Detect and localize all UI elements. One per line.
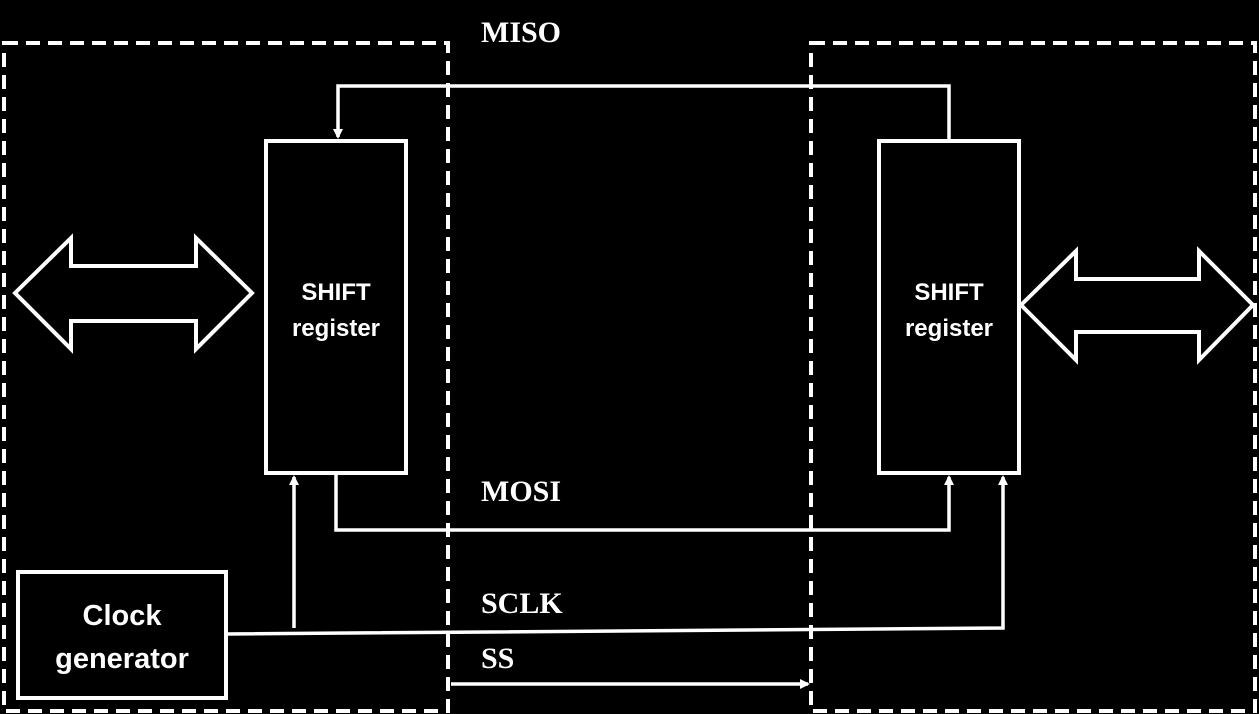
- mosi-label: MOSI: [481, 475, 561, 508]
- ss-label: SS: [481, 642, 514, 675]
- clock-generator-label-2: generator: [55, 643, 189, 675]
- master-boundary: [2, 41, 450, 713]
- clock-generator-label-1: Clock: [83, 600, 163, 632]
- master-shift-register-label-1: SHIFT: [301, 279, 371, 306]
- slave-boundary: [809, 41, 1257, 713]
- master-data-bus-arrow: [12, 233, 255, 354]
- master-shift-register: [264, 139, 408, 475]
- slave-shift-register-label-2: register: [905, 315, 993, 342]
- mosi-line: [334, 475, 954, 532]
- sclk-label: SCLK: [481, 587, 563, 620]
- slave-shift-register: [877, 139, 1021, 475]
- clock-generator: [16, 570, 228, 700]
- slave-data-bus-arrow: [1018, 246, 1256, 365]
- miso-label: MISO: [481, 16, 561, 49]
- sclk-slave-line: [225, 475, 1008, 636]
- slave-shift-register-label-1: SHIFT: [914, 279, 984, 306]
- master-shift-register-label-2: register: [292, 315, 380, 342]
- miso-line: [333, 84, 951, 139]
